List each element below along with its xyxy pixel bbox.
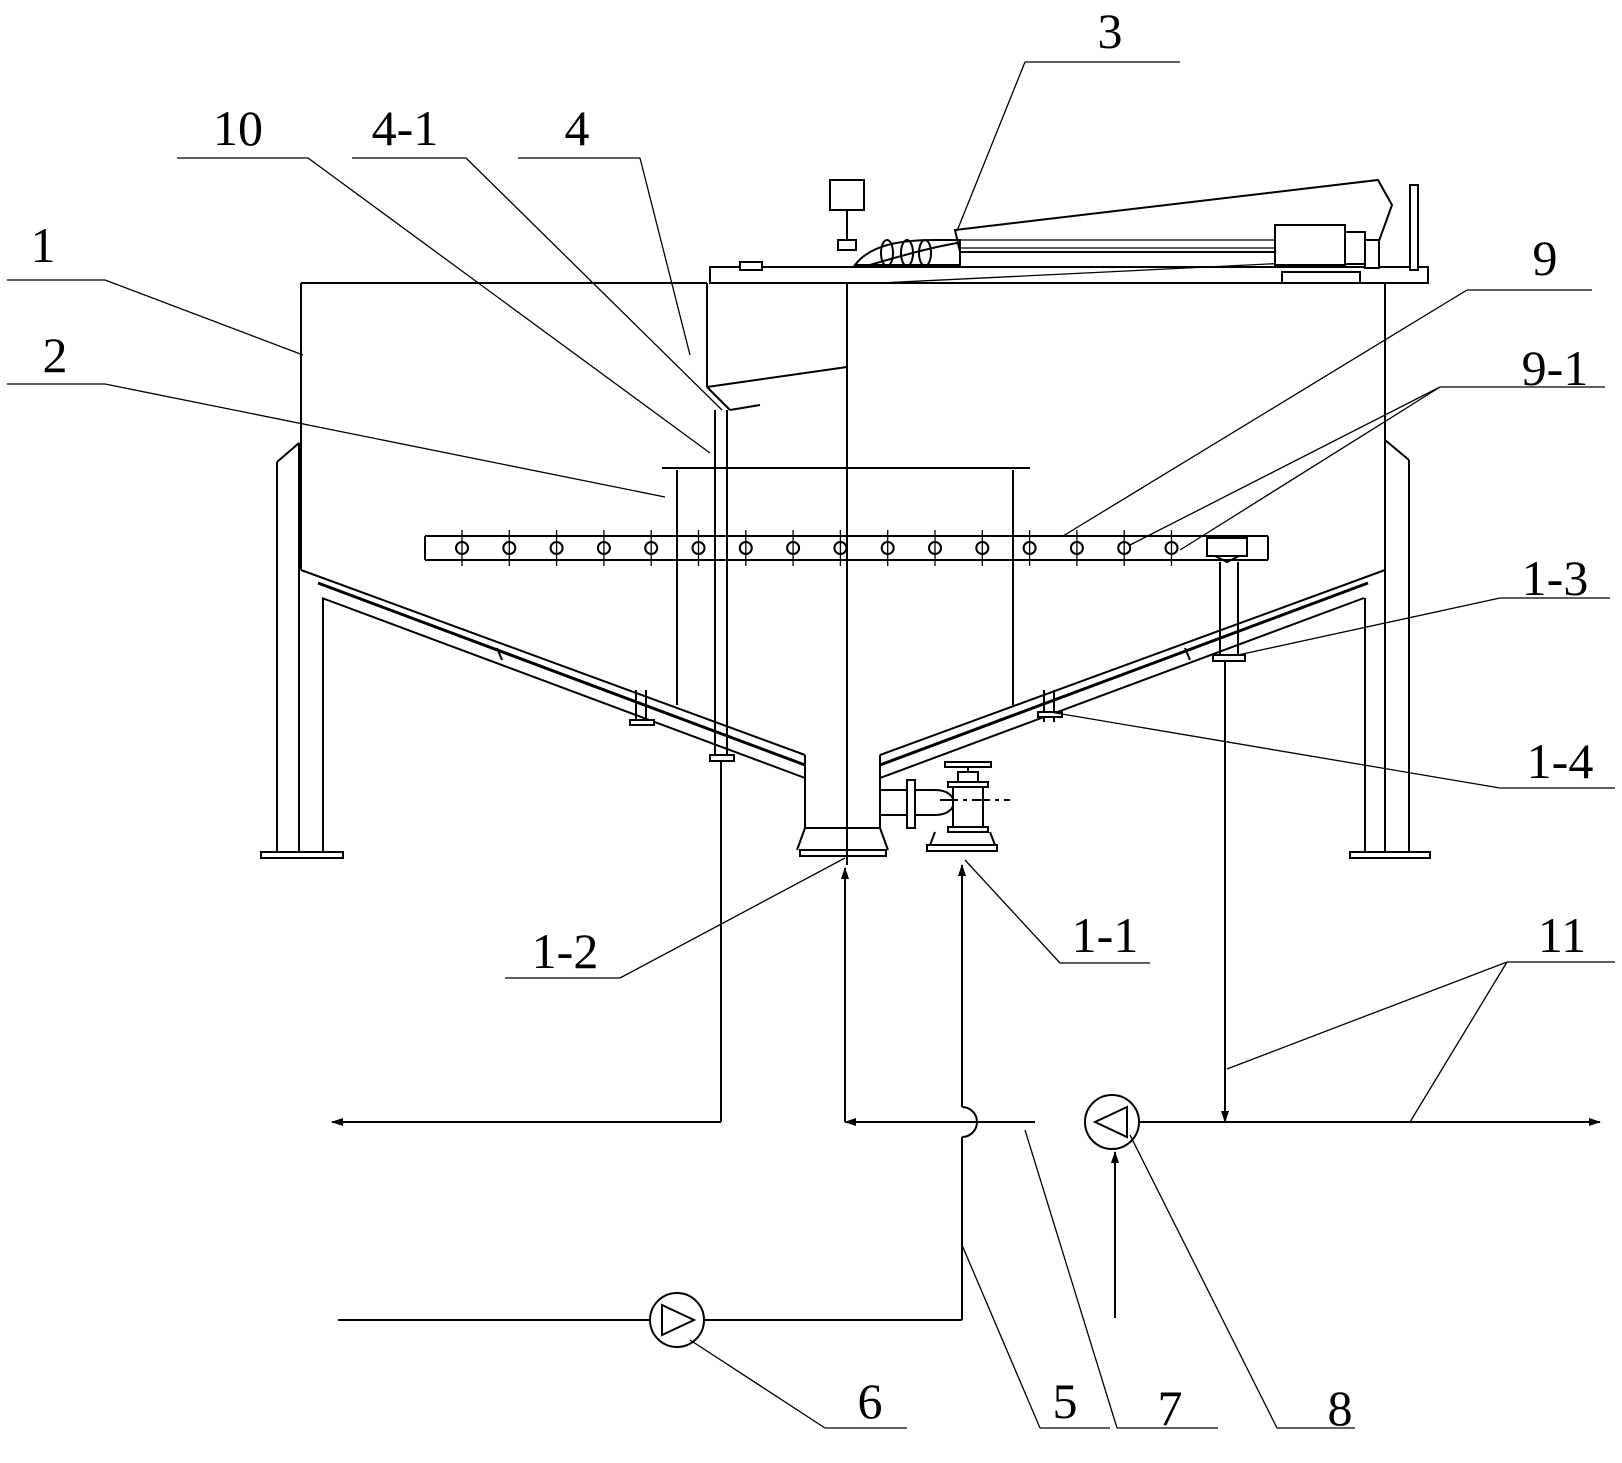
- label-1-1: 1-1: [1072, 907, 1139, 963]
- label-8: 8: [1328, 1380, 1353, 1436]
- label-2: 2: [43, 327, 68, 383]
- inlet-device: [829, 179, 961, 267]
- label-1-2: 1-2: [532, 923, 599, 979]
- label-3: 3: [1098, 3, 1123, 59]
- label-4: 4: [565, 100, 590, 156]
- inlet-valve: [880, 761, 1010, 852]
- label-5: 5: [1053, 1373, 1078, 1429]
- support-leg-left: [260, 442, 344, 859]
- label-1-4: 1-4: [1527, 733, 1594, 789]
- label-9: 9: [1533, 230, 1558, 286]
- scraper-drive: [953, 178, 1419, 271]
- label-9-1: 9-1: [1522, 340, 1589, 396]
- overflow-trough: [706, 283, 848, 762]
- nozzle-group: [455, 530, 1179, 566]
- distribution-pipe: [424, 535, 1269, 662]
- label-1: 1: [31, 217, 56, 273]
- central-drum: [662, 467, 1030, 705]
- support-leg-right: [1349, 439, 1431, 859]
- label-4-1: 4-1: [372, 100, 439, 156]
- label-7: 7: [1158, 1380, 1183, 1436]
- label-10: 10: [213, 100, 263, 156]
- label-11: 11: [1538, 907, 1586, 963]
- label-1-3: 1-3: [1522, 550, 1589, 606]
- tank-body: [300, 282, 1386, 857]
- cone-flange-left: [496, 647, 655, 726]
- leader-lines: [7, 61, 1615, 1429]
- label-6: 6: [858, 1373, 883, 1429]
- process-lines: [331, 662, 1601, 1348]
